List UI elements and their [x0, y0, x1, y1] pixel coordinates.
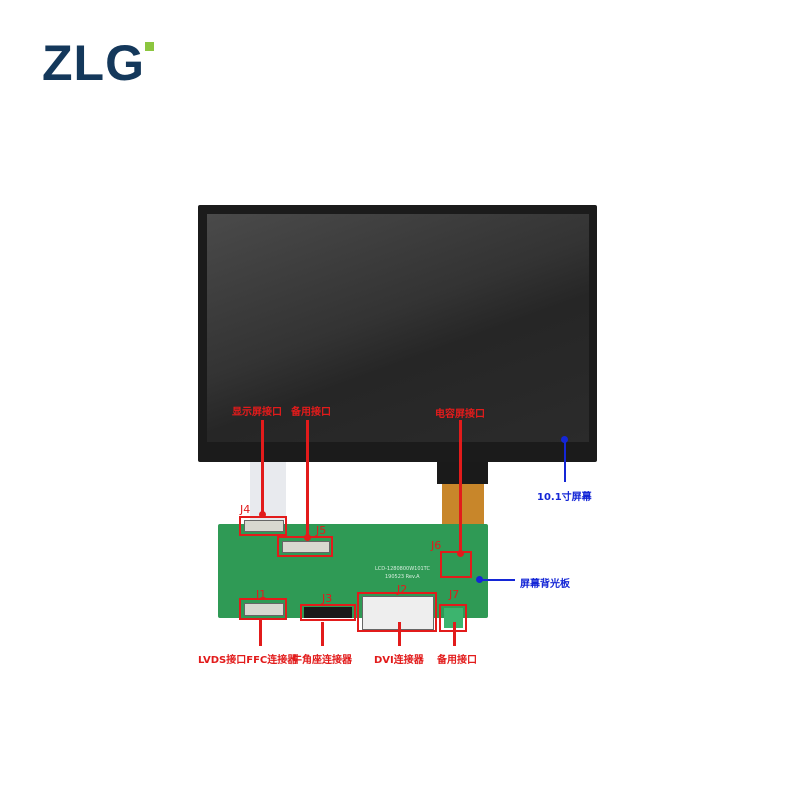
dot: [476, 576, 483, 583]
label-backlight-board: 屏幕背光板: [520, 579, 570, 590]
j5-label: J5: [316, 524, 327, 537]
leader-touch: [459, 420, 462, 553]
label-idc: 牛角座连接器: [292, 655, 352, 666]
board-model: LCD-1280800W101TC: [375, 566, 430, 572]
leader-spare-top: [306, 420, 309, 537]
screen-glass: [207, 214, 589, 442]
j3-connector: [304, 607, 352, 618]
j4-label: J4: [240, 503, 251, 516]
label-dvi: DVI连接器: [374, 655, 424, 666]
label-screen: 10.1寸屏幕: [537, 492, 592, 503]
leader-lvds: [259, 620, 262, 646]
dot: [259, 511, 266, 518]
leader-spare-bottom: [453, 622, 456, 646]
j4-connector: [244, 520, 284, 532]
leader-idc: [321, 622, 324, 646]
j3-box: [300, 604, 356, 621]
j5-connector: [282, 541, 330, 553]
label-display-port: 显示屏接口: [232, 407, 282, 418]
ffc-cable: [250, 462, 286, 520]
j7-connector: [444, 608, 463, 628]
j1-connector: [244, 603, 284, 616]
leader-screen: [564, 440, 566, 482]
j6-box: [440, 551, 472, 578]
j1-label: J1: [256, 588, 267, 601]
label-lvds-ffc: LVDS接口FFC连接器: [198, 655, 298, 666]
dot: [457, 550, 464, 557]
dot: [561, 436, 568, 443]
board-rev: 190523 Rev.A: [385, 574, 420, 580]
j3-label: J3: [322, 592, 333, 605]
touch-flex-tail: [437, 462, 488, 484]
j4-box: [239, 516, 287, 536]
leader-dvi: [398, 622, 401, 646]
j2-label: J2: [397, 583, 408, 596]
label-spare-port-top: 备用接口: [291, 407, 331, 418]
j2-box: [357, 592, 437, 632]
j6-label: J6: [431, 539, 442, 552]
j1-box: [239, 598, 287, 620]
dot: [304, 534, 311, 541]
touch-flex-cable: [442, 484, 484, 525]
logo-accent: [145, 42, 154, 51]
label-touch-port: 电容屏接口: [435, 409, 485, 420]
backlight-board: [218, 524, 488, 618]
zlg-logo: ZLG: [42, 35, 145, 91]
leader-backlight: [480, 579, 515, 581]
j7-label: J7: [449, 588, 460, 601]
label-spare-port-bottom: 备用接口: [437, 655, 477, 666]
leader-display: [261, 420, 264, 514]
